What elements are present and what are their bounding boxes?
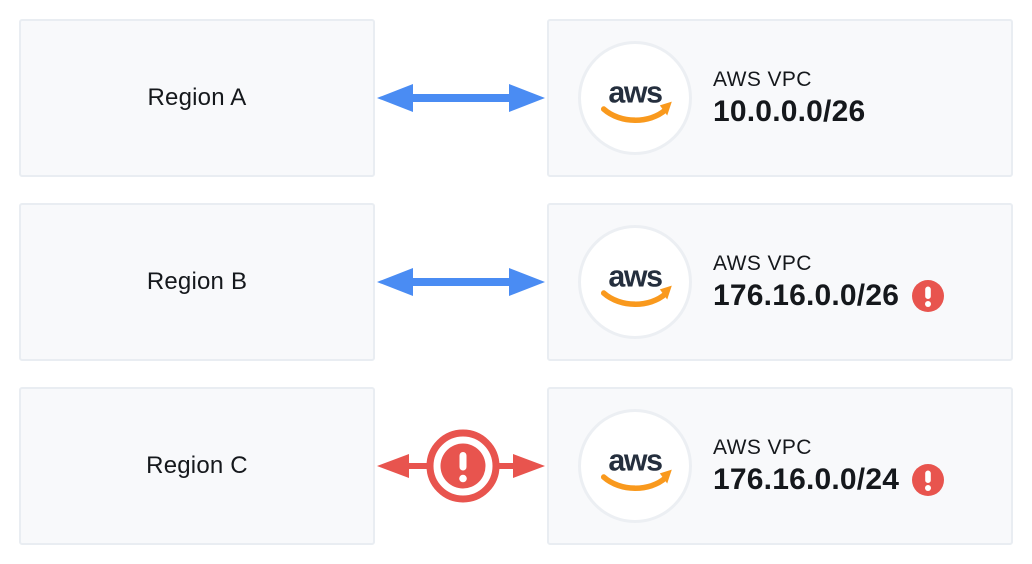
cidr-line: 10.0.0.0/26 (713, 95, 865, 129)
vpc-label: AWS VPC (713, 251, 812, 275)
aws-logo-circle: aws (578, 225, 692, 339)
vpc-text-block: AWS VPC 176.16.0.0/26 (713, 251, 945, 313)
bidirectional-arrow-icon (377, 84, 545, 112)
connector-a (375, 19, 547, 177)
vpc-cidr: 176.16.0.0/24 (713, 462, 900, 496)
vpc-cidr: 176.16.0.0/26 (713, 278, 900, 312)
aws-smile-arrow-tip (659, 285, 672, 300)
cidr-line: 176.16.0.0/24 (713, 462, 945, 497)
connection-error-badge-icon (426, 429, 500, 503)
error-arrow-icon (377, 429, 545, 503)
region-label: Region B (146, 268, 248, 295)
aws-logo-circle: aws (578, 41, 692, 155)
cidr-error-icon (912, 463, 945, 496)
connector-c (375, 387, 547, 545)
vpc-box-b: aws AWS VPC 176.16.0.0/26 (547, 203, 1013, 361)
region-label: Region A (147, 84, 247, 111)
aws-smile-swoosh (600, 474, 669, 491)
aws-smile-arrow-tip (659, 469, 672, 484)
aws-logo-icon: aws (600, 261, 672, 307)
vpc-label: AWS VPC (713, 67, 812, 91)
vpc-box-a: aws AWS VPC 10.0.0.0/26 (547, 19, 1013, 177)
aws-logo-text: aws (608, 261, 662, 294)
vpc-box-c: aws AWS VPC 176.16.0.0/24 (547, 387, 1013, 545)
vpc-text-block: AWS VPC 10.0.0.0/26 (713, 68, 865, 129)
cidr-error-icon (912, 279, 945, 312)
aws-logo-text: aws (608, 77, 662, 110)
region-box-c: Region C (19, 387, 375, 545)
aws-logo-text: aws (608, 445, 662, 478)
vpc-text-block: AWS VPC 176.16.0.0/24 (713, 435, 945, 497)
aws-logo-icon: aws (600, 77, 672, 123)
aws-logo-icon: aws (600, 445, 672, 491)
bidirectional-arrow-icon (377, 268, 545, 296)
cidr-line: 176.16.0.0/26 (713, 278, 945, 313)
region-box-b: Region B (19, 203, 375, 361)
vpc-label: AWS VPC (713, 435, 812, 459)
region-row-a: Region A aws AWS VPC 10.0.0.0/26 (19, 19, 1013, 177)
aws-smile-swoosh (600, 106, 669, 123)
vpc-cidr: 10.0.0.0/26 (713, 94, 866, 128)
region-row-c: Region C aws (19, 387, 1013, 545)
region-row-b: Region B aws AWS VPC 176.16.0.0/26 (19, 203, 1013, 361)
region-box-a: Region A (19, 19, 375, 177)
region-label: Region C (146, 452, 248, 479)
aws-smile-swoosh (600, 290, 669, 307)
connector-b (375, 203, 547, 361)
aws-logo-circle: aws (578, 409, 692, 523)
aws-smile-arrow-tip (659, 101, 672, 116)
